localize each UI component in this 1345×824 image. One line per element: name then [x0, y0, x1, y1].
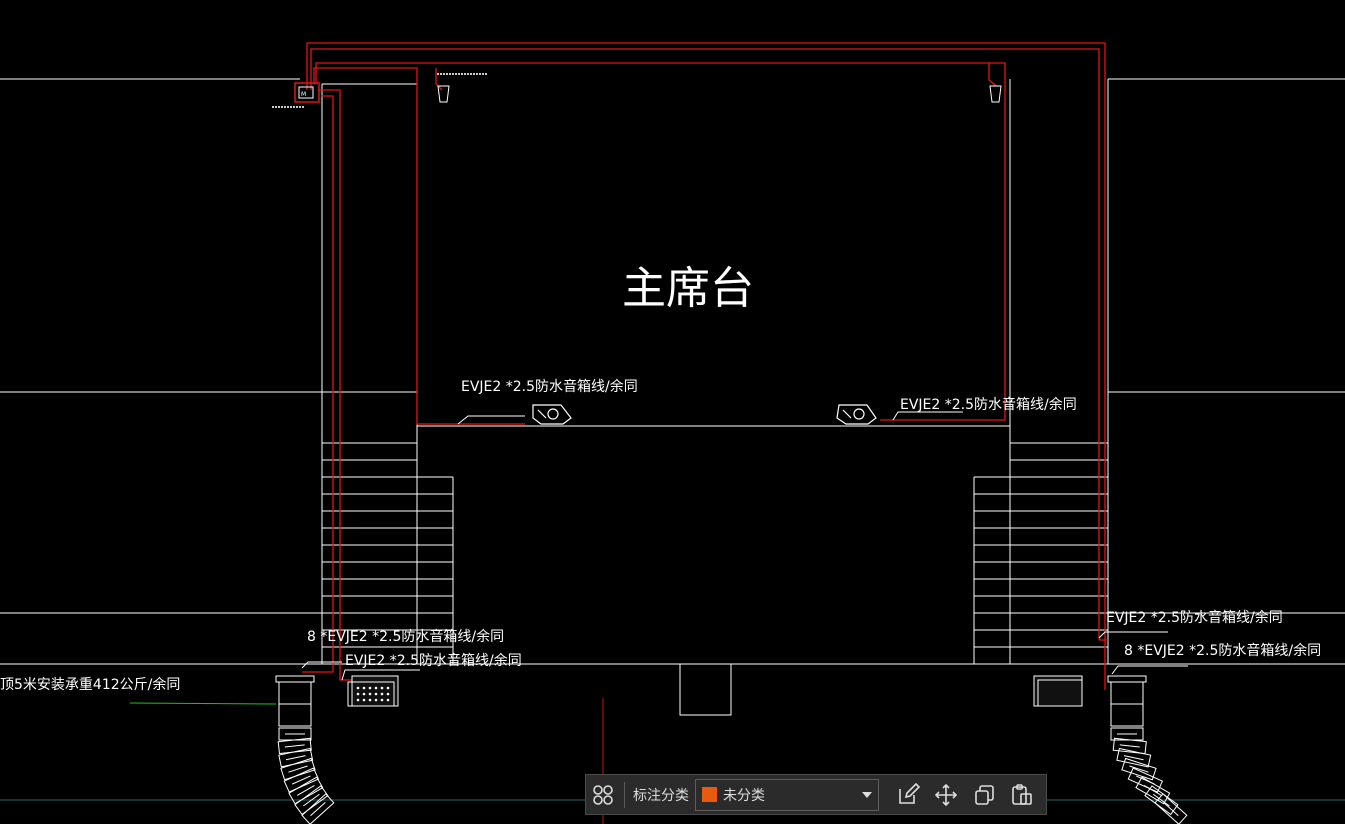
- array-cabinet-detail: [1153, 793, 1170, 807]
- install-note: 顶5米安装承重412公斤/余同: [0, 676, 180, 693]
- array-cabinet-detail: [296, 785, 315, 796]
- cable-label-left: EVJE2 *2.5防水音箱线/余同: [461, 378, 638, 395]
- reference-lines: [0, 78, 1345, 665]
- grille-dot: [356, 692, 360, 696]
- stair-treads: [322, 442, 1108, 648]
- array-cabinet-detail: [1119, 744, 1140, 748]
- chevron-down-icon: [862, 791, 872, 798]
- grille-dot: [374, 698, 378, 702]
- grille-dot: [368, 692, 372, 696]
- array-cabinet-detail: [303, 793, 320, 807]
- move-icon[interactable]: [929, 778, 963, 812]
- array-cabinet: [294, 785, 329, 816]
- array-cabinet: [1121, 757, 1157, 781]
- copy-icon[interactable]: [967, 778, 1001, 812]
- array-cabinet: [1127, 767, 1164, 793]
- array-cabinet-detail: [1123, 755, 1144, 761]
- grille-dot: [356, 698, 360, 702]
- grille-dot: [362, 686, 366, 690]
- ceiling-speaker-left: [437, 85, 450, 103]
- cable-label-8x-left: 8 *EVJE2 *2.5防水音箱线/余同: [307, 628, 504, 645]
- line-array-right: [1107, 675, 1188, 824]
- category-value: 未分类: [723, 787, 765, 804]
- array-cabinet-detail: [1129, 765, 1149, 773]
- annotation-toolbar: 标注分类 未分类: [585, 774, 1047, 815]
- ceiling-speaker-right: [989, 85, 1002, 103]
- paste-icon[interactable]: [1005, 778, 1039, 812]
- array-cabinet: [1116, 747, 1152, 768]
- grille-dot: [386, 692, 390, 696]
- subwoofer-right: [1033, 675, 1083, 707]
- stage-title: 主席台: [622, 263, 754, 314]
- subwoofer-left: [347, 675, 399, 707]
- cable-label-right-lower: EVJE2 *2.5防水音箱线/余同: [1106, 609, 1283, 626]
- grille-dot: [386, 698, 390, 702]
- cable-label-8x-right: 8 *EVJE2 *2.5防水音箱线/余同: [1124, 642, 1321, 659]
- grille-dot: [356, 686, 360, 690]
- array-cabinet: [288, 776, 324, 805]
- speaker-wiring: [302, 42, 1108, 690]
- array-cabinet: [280, 757, 316, 781]
- array-cabinet: [1112, 737, 1147, 755]
- leader-lines: [301, 411, 1188, 681]
- grille-dot: [386, 686, 390, 690]
- array-top-cabinet: [1110, 703, 1144, 727]
- category-label: 标注分类: [633, 787, 689, 804]
- grille-dot: [362, 698, 366, 702]
- floor-monitor-right: [836, 404, 877, 425]
- grille-dot: [380, 686, 384, 690]
- category-select[interactable]: 未分类: [695, 778, 879, 811]
- svg-text:M: M: [301, 91, 306, 98]
- array-cabinet: [301, 793, 335, 824]
- junction-box: M: [272, 82, 320, 108]
- grille-dot: [380, 692, 384, 696]
- array-cabinet-detail: [310, 802, 326, 817]
- grille-dot: [380, 698, 384, 702]
- array-cabinet-detail: [288, 765, 308, 773]
- array-cabinet-detail: [284, 744, 305, 748]
- line-array-left: [275, 675, 335, 824]
- grille-dot: [374, 692, 378, 696]
- toolbar-divider: [624, 781, 625, 808]
- category-color-swatch: [702, 787, 717, 802]
- cable-label-bottom-left: EVJE2 *2.5防水音箱线/余同: [345, 652, 522, 669]
- cable-label-right: EVJE2 *2.5防水音箱线/余同: [900, 396, 1077, 413]
- grille-dot: [368, 698, 372, 702]
- array-cabinet: [1154, 793, 1188, 824]
- grid-four-circles-icon[interactable]: [586, 778, 620, 812]
- array-cabinet: [1135, 776, 1171, 805]
- grille-dot: [362, 692, 366, 696]
- grille-dot: [374, 686, 378, 690]
- grille-dot: [368, 686, 372, 690]
- array-cabinet: [283, 767, 320, 793]
- install-leader: [129, 702, 277, 705]
- array-cabinet-detail: [1143, 785, 1162, 796]
- floor-monitor-left: [532, 404, 572, 425]
- array-top-cabinet: [278, 703, 312, 727]
- edit-icon[interactable]: [891, 778, 925, 812]
- array-cabinet-detail: [285, 755, 306, 761]
- array-cabinet-detail: [291, 775, 311, 785]
- array-cabinet-detail: [1163, 802, 1179, 817]
